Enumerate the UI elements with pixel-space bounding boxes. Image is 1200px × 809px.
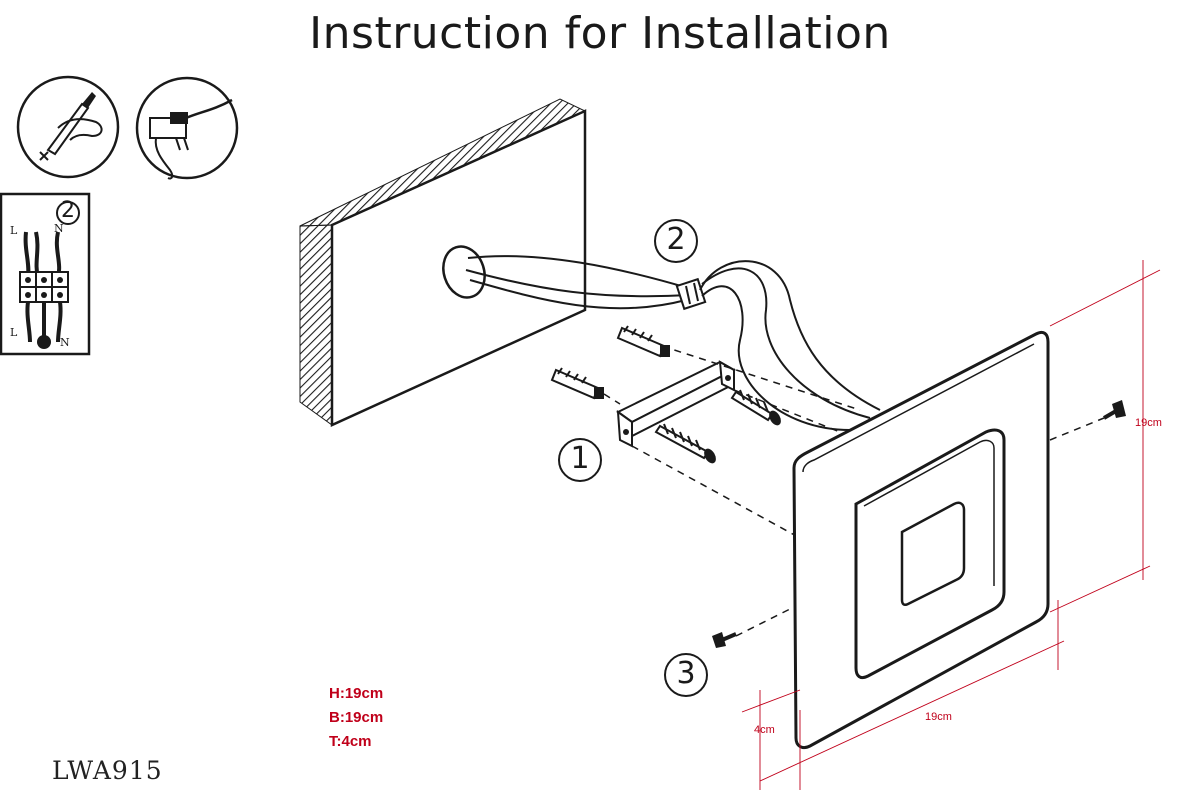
lamp-wires: [699, 260, 881, 431]
measure-depth-label: 4cm: [754, 724, 775, 736]
mounting-bracket: [616, 360, 737, 448]
terminal-neutral-top: N: [54, 222, 64, 235]
terminal-block-inset: [0, 192, 91, 356]
screwdriver-icon: [16, 75, 120, 179]
step-1-label: 1: [570, 441, 590, 476]
wall-plug-upper: [616, 325, 670, 358]
dimension-thickness: T:4cm: [329, 733, 372, 750]
step-3-marker: [664, 653, 708, 697]
bracket-screw-right: [730, 389, 781, 426]
soldering-iron-icon: [135, 76, 239, 180]
step-1-marker: [558, 438, 602, 482]
lamp-screw-right: [1102, 400, 1126, 420]
alignment-lines: [603, 345, 1105, 637]
terminal-live-bottom: L: [10, 326, 18, 339]
dimension-lines: [741, 260, 1161, 790]
supply-wires: [465, 255, 691, 310]
lamp-screw-bottom: [712, 632, 737, 648]
model-number: LWA915: [52, 756, 163, 785]
step-2-label: 2: [666, 222, 686, 257]
terminal-connector: [675, 277, 707, 311]
measure-height-label: 19cm: [1135, 417, 1162, 429]
wall-plug-lower: [550, 367, 604, 400]
measure-width-label: 19cm: [925, 711, 952, 723]
step-2-marker: [654, 219, 698, 263]
bracket-screw-left: [654, 423, 716, 464]
dimension-height: H:19cm: [329, 685, 384, 702]
terminal-inset-step-label: 2: [61, 198, 75, 223]
lamp-body: [792, 330, 1050, 750]
terminal-neutral-bottom: N: [60, 336, 70, 349]
dimension-breadth: B:19cm: [329, 709, 384, 726]
page-title: Instruction for Installation: [309, 8, 891, 59]
terminal-live-top: L: [10, 224, 18, 237]
dimension-summary: H:19cm B:19cm T:4cm: [329, 682, 383, 754]
step-3-label: 3: [676, 656, 696, 691]
wall-block: [299, 98, 587, 427]
